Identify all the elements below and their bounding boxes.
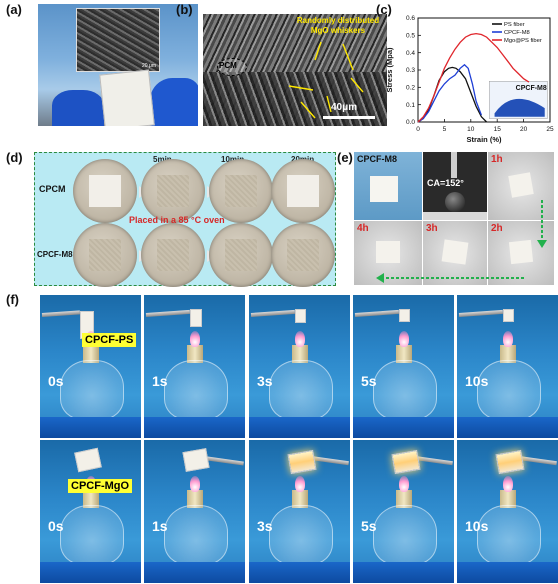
sample-cpcf-0 <box>73 223 137 287</box>
time-label: 5s <box>361 373 377 389</box>
time-label-2h: 2h <box>491 223 503 234</box>
y-tick-label: 0.2 <box>406 85 415 92</box>
burn-mgo-0s: 0s <box>40 440 141 583</box>
y-tick-label: 0.3 <box>406 67 415 74</box>
x-axis-label: Strain (%) <box>466 135 502 144</box>
stress-strain-chart: CPCF-M8 0 5 10 15 20 25 0.0 0.1 0.2 0.3 0.4 0.5 0.6St… <box>385 15 554 144</box>
scale-bar-b: 40μm <box>331 102 358 113</box>
scale-bar-line-b <box>323 116 375 119</box>
label-cpcf-ps: CPCF-PS <box>82 333 137 347</box>
legend-label-1: CPCF-M8 <box>504 30 530 36</box>
x-tick-label: 20 <box>520 126 528 133</box>
sample-cpcm-10min <box>209 159 273 223</box>
burn-ps-10s: 10s <box>457 295 558 438</box>
contact-angle-label: CA=152° <box>427 178 464 188</box>
time-label: 0s <box>48 518 64 534</box>
photo-e-1h: 1h <box>488 152 554 220</box>
sample-label-e: CPCF-M8 <box>357 154 397 164</box>
panel-label-f: (f) <box>6 292 19 307</box>
mgo-whisker-annotation: Randomly distributed MgO whiskers <box>296 16 380 35</box>
legend-label-2: Mgo@PS fiber <box>504 38 542 44</box>
time-label: 5s <box>361 518 377 534</box>
time-label: 1s <box>152 518 168 534</box>
burn-mgo-1s: 1s <box>144 440 245 583</box>
photo-e-3h: 3h <box>423 221 487 285</box>
sample-cpcf-10min <box>209 223 273 287</box>
panel-label-d: (d) <box>6 150 23 165</box>
series-line-2 <box>417 32 530 123</box>
x-tick-label: 10 <box>467 126 475 133</box>
sample-cpcm-5min <box>141 159 205 223</box>
row-label-cpcf-m8: CPCF-M8 <box>37 250 73 259</box>
series-line-1 <box>417 63 483 123</box>
burn-mgo-5s: 5s <box>353 440 454 583</box>
x-tick-label: 5 <box>443 126 447 133</box>
photo-e-sample: CPCF-M8 <box>354 152 422 220</box>
row-label-cpcm: CPCM <box>39 184 66 194</box>
oven-test-panel: 5min 10min 20min CPCM Placed in a 85 °C … <box>34 152 336 287</box>
burn-ps-3s: 3s <box>249 295 350 438</box>
burn-mgo-10s: 10s <box>457 440 558 583</box>
inset-label: CPCF-M8 <box>516 85 547 92</box>
glove-right <box>150 78 198 126</box>
scale-bar-a: 20 μm <box>142 63 156 69</box>
time-label: 3s <box>257 373 273 389</box>
glove-left <box>52 90 104 126</box>
y-tick-label: 0.5 <box>406 33 415 40</box>
panel-label-b: (b) <box>176 2 193 17</box>
y-tick-label: 0.1 <box>406 102 415 109</box>
burn-ps-5s: 5s <box>353 295 454 438</box>
sample-cpcf-5min <box>141 223 205 287</box>
legend-label-0: PS fiber <box>504 22 525 28</box>
sample-cpcm-0 <box>73 159 137 223</box>
panel-label-e: (e) <box>337 150 353 165</box>
photo-e-4h: 4h <box>354 221 422 285</box>
sample-cpcf-20min <box>271 223 335 287</box>
time-label-1h: 1h <box>491 154 503 165</box>
panel-label-a: (a) <box>6 2 22 17</box>
x-tick-label: 25 <box>546 126 554 133</box>
time-label: 3s <box>257 518 273 534</box>
burn-mgo-3s: 3s <box>249 440 350 583</box>
sem-inset-a: 20 μm <box>76 8 160 72</box>
inset-glove <box>494 98 545 117</box>
time-label: 10s <box>465 373 489 389</box>
panel-label-c: (c) <box>376 2 392 17</box>
whisker-markers <box>288 41 364 119</box>
y-tick-label: 0.4 <box>406 50 415 57</box>
label-cpcf-mgo: CPCF-MgO <box>68 479 133 493</box>
x-tick-label: 15 <box>494 126 502 133</box>
burn-ps-1s: 1s <box>144 295 245 438</box>
burn-ps-0s: 0s <box>40 295 141 438</box>
time-label-4h: 4h <box>357 223 369 234</box>
sample-cpcm-20min <box>271 159 335 223</box>
pcm-dashed-circle <box>217 58 247 76</box>
time-label: 10s <box>465 518 489 534</box>
series-line-0 <box>417 66 488 123</box>
y-tick-label: 0.6 <box>406 15 415 22</box>
x-tick-label: 0 <box>416 126 420 133</box>
fiber-film-sample <box>99 69 155 126</box>
sequence-arrows <box>376 200 547 283</box>
y-axis-label: Stress (Mpa) <box>385 47 394 93</box>
time-label-3h: 3h <box>426 223 438 234</box>
photo-a-fiber-film: 20 μm <box>38 4 198 126</box>
photo-e-contact-angle: CA=152° <box>423 152 487 220</box>
pcm-label: PCM <box>219 61 237 70</box>
y-tick-label: 0.0 <box>406 119 415 126</box>
oven-caption: Placed in a 85 °C oven <box>129 215 225 225</box>
sem-image-b: PCM Randomly distributed MgO whiskers 40… <box>203 14 387 126</box>
time-label: 1s <box>152 373 168 389</box>
time-label: 0s <box>48 373 64 389</box>
